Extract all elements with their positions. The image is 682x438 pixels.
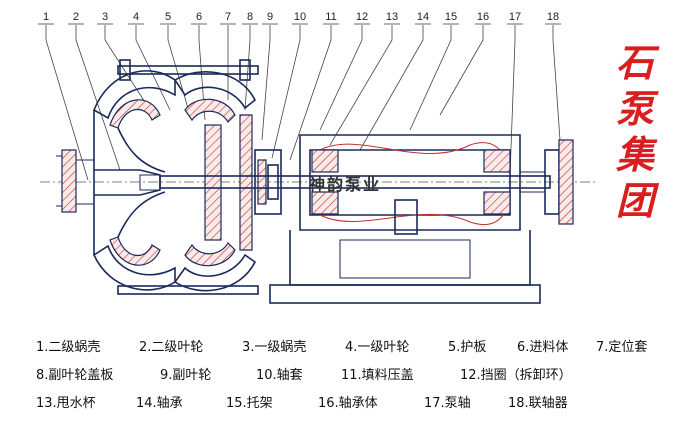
callout-number: 17 bbox=[509, 11, 521, 23]
legend-item: 17.泵轴 bbox=[424, 396, 471, 411]
callout-number: 6 bbox=[196, 11, 202, 23]
callout-number: 7 bbox=[225, 11, 231, 23]
inlet-flange bbox=[56, 149, 95, 213]
callout-number: 9 bbox=[267, 11, 273, 23]
callout-number: 18 bbox=[547, 11, 559, 23]
callout-number: 4 bbox=[133, 11, 139, 23]
tie-bolts bbox=[117, 59, 259, 295]
wear-plate bbox=[239, 114, 253, 251]
legend-item: 3.一级蜗壳 bbox=[242, 340, 307, 355]
callout-number: 1 bbox=[43, 11, 49, 23]
legend-item: 12.挡圈（拆卸环） bbox=[460, 368, 572, 383]
legend-item: 6.进料体 bbox=[517, 340, 569, 355]
legend-item: 10.轴套 bbox=[256, 368, 303, 383]
legend-item: 8.副叶轮盖板 bbox=[36, 368, 114, 383]
callout-number: 8 bbox=[247, 11, 253, 23]
legend-item: 4.一级叶轮 bbox=[345, 340, 410, 355]
first-stage-impeller bbox=[184, 98, 236, 267]
callout-number: 10 bbox=[294, 11, 306, 23]
bearing-frame bbox=[269, 199, 541, 304]
legend-item: 11.填料压盖 bbox=[341, 368, 414, 383]
parts-legend: 1.二级蜗壳 2.二级叶轮 3.一级蜗壳 4.一级叶轮 5.护板 6.进料体 7… bbox=[0, 332, 682, 432]
pump-shaft bbox=[159, 175, 551, 189]
bearings bbox=[311, 149, 511, 215]
legend-row: 13.甩水杯 14.轴承 15.托架 16.轴承体 17.泵轴 18.联轴器 bbox=[0, 392, 682, 414]
brand-char: 石 bbox=[615, 40, 654, 85]
legend-item: 5.护板 bbox=[448, 340, 487, 355]
callout-number: 2 bbox=[73, 11, 79, 23]
legend-item: 14.轴承 bbox=[136, 396, 183, 411]
legend-item: 16.轴承体 bbox=[318, 396, 378, 411]
callout-number: 13 bbox=[386, 11, 398, 23]
legend-row: 1.二级蜗壳 2.二级叶轮 3.一级蜗壳 4.一级叶轮 5.护板 6.进料体 7… bbox=[0, 336, 682, 358]
brand-char: 泵 bbox=[615, 86, 654, 131]
legend-item: 1.二级蜗壳 bbox=[36, 340, 101, 355]
first-stage-volute bbox=[173, 71, 257, 292]
legend-item: 2.二级叶轮 bbox=[139, 340, 204, 355]
callout-number: 11 bbox=[325, 11, 336, 23]
legend-item: 18.联轴器 bbox=[508, 396, 568, 411]
impeller-hub bbox=[94, 169, 161, 196]
callout-number: 14 bbox=[417, 11, 429, 23]
leader-lines bbox=[45, 25, 561, 181]
callout-number: 3 bbox=[102, 11, 108, 23]
brand-char: 集 bbox=[615, 132, 654, 177]
callout-number: 16 bbox=[477, 11, 489, 23]
watermark-text: 神韵泵业 bbox=[309, 175, 381, 194]
legend-item: 9.副叶轮 bbox=[160, 368, 212, 383]
callout-number: 15 bbox=[445, 11, 457, 23]
stuffing-box bbox=[254, 149, 282, 215]
legend-row: 8.副叶轮盖板 9.副叶轮 10.轴套 11.填料压盖 12.挡圈（拆卸环） bbox=[0, 364, 682, 386]
coupling bbox=[519, 139, 574, 225]
legend-item: 15.托架 bbox=[226, 396, 273, 411]
brand-char: 团 bbox=[615, 178, 654, 223]
second-stage-impeller bbox=[109, 99, 166, 266]
legend-item: 13.甩水杯 bbox=[36, 396, 96, 411]
legend-item: 7.定位套 bbox=[596, 340, 648, 355]
callout-number: 5 bbox=[165, 11, 171, 23]
second-stage-volute bbox=[92, 70, 176, 291]
callout-number: 12 bbox=[356, 11, 368, 23]
brand-logo: 石 泵 集 团 bbox=[600, 40, 670, 230]
